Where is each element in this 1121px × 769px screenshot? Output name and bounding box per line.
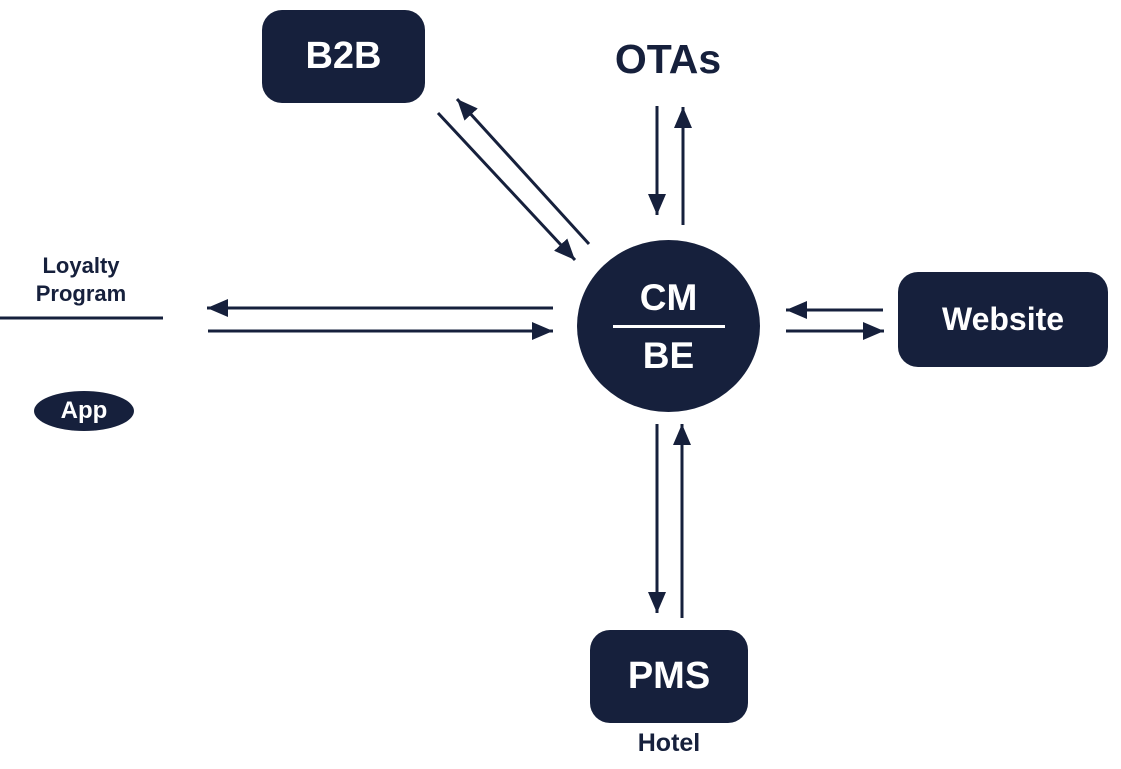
node-loyalty-program: Loyalty Program: [0, 252, 162, 308]
node-app: App: [34, 391, 134, 431]
app-label: App: [60, 397, 108, 424]
loyalty-label-line2: Program: [35, 281, 127, 306]
node-b2b: B2B: [262, 10, 425, 103]
cm-be-divider: [612, 324, 725, 328]
cm-label: CM: [639, 276, 698, 318]
hotel-label: Hotel: [637, 729, 701, 757]
node-hotel: Hotel: [590, 729, 748, 758]
website-label: Website: [941, 301, 1065, 337]
node-website: Website: [898, 272, 1108, 367]
b2b-label: B2B: [305, 35, 382, 77]
otas-label: OTAs: [614, 36, 722, 82]
node-cm-be: CM BE: [577, 240, 760, 412]
arrow-cm-to-b2b: [455, 97, 591, 246]
arrow-b2b-to-cm: [436, 111, 577, 262]
pms-label: PMS: [627, 655, 711, 697]
loyalty-label-line1: Loyalty: [42, 253, 120, 278]
node-pms: PMS: [590, 630, 748, 723]
node-otas: OTAs: [590, 36, 746, 83]
be-label: BE: [642, 334, 695, 376]
